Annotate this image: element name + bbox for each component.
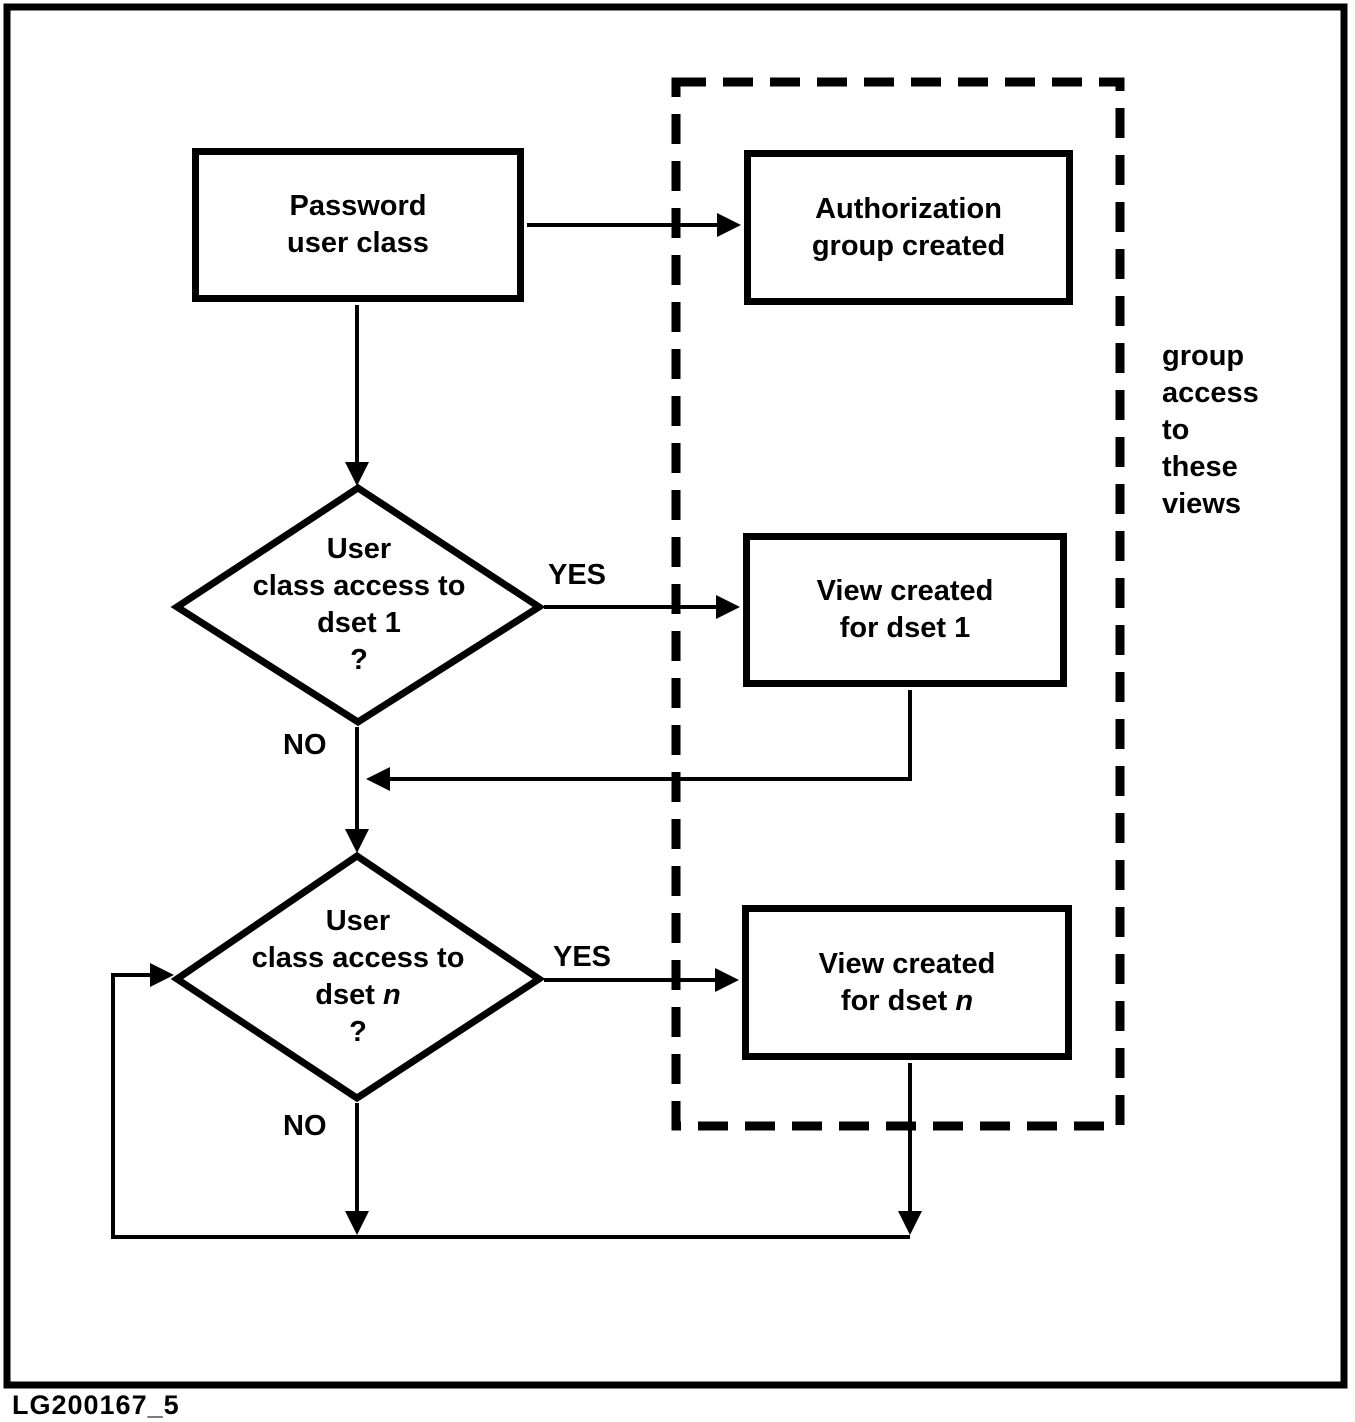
node-authorization-group-created-label: Authorization group created: [811, 192, 1006, 262]
edge-label-decision1-yes: YES: [548, 559, 607, 591]
node-view-created-dset-1: View created for dset 1: [743, 533, 1067, 687]
node-password-user-class: Password user class: [192, 148, 524, 302]
decision-dset-n-label-suffix: ?: [349, 1016, 367, 1048]
decision-dset-n-label-prefix: User class access to dset: [251, 905, 465, 1011]
arrowhead-decision2-no-bottom: [345, 1211, 369, 1235]
arrowhead-into-authgroup: [717, 213, 741, 237]
decision-dset-n-diamond: [170, 851, 546, 1103]
edge-label-decision1-no: NO: [283, 729, 327, 761]
edge-loop-back-to-decision2: [111, 973, 910, 1239]
group-boundary-dashed-rect: [671, 77, 1125, 1131]
node-view-created-dset-1-label: View created for dset 1: [816, 575, 994, 644]
decision-dset-1-diamond: [170, 483, 546, 727]
node-view-created-dset-n: View created for dset n: [742, 905, 1072, 1060]
side-note-group-access: group access to these views: [1162, 340, 1259, 520]
node-password-user-class-label: Password user class: [287, 190, 429, 259]
figure-caption: LG200167_5: [12, 1390, 180, 1420]
decision-dset-1-label-text: User class access to dset 1 ?: [252, 533, 466, 676]
edge-label-decision2-yes: YES: [553, 941, 612, 973]
arrowhead-loop-into-decision2: [150, 963, 174, 987]
decision-dset-n-label-var: n: [382, 979, 401, 1011]
arrowhead-viewn-bottom: [898, 1211, 922, 1235]
edge-label-decision2-no: NO: [283, 1110, 327, 1142]
arrowhead-into-viewn: [715, 968, 739, 992]
arrowhead-into-view1: [716, 595, 740, 619]
outer-border: [3, 3, 1348, 1389]
node-view-created-dset-n-label: View created for dset n: [819, 946, 996, 1020]
arrowhead-view1-return: [366, 767, 390, 791]
decision-dset-n-label-text: User class access to dset n ?: [252, 903, 465, 1051]
decision-dset-n-label: User class access to dset n ?: [177, 856, 539, 1098]
decision-dset-1-label: User class access to dset 1 ?: [178, 489, 540, 721]
edge-view1-return: [388, 690, 912, 781]
arrowhead-into-decision1: [345, 462, 369, 486]
node-view-created-dset-n-label-var: n: [955, 984, 974, 1017]
arrowhead-into-decision2-top: [345, 829, 369, 853]
node-view-created-dset-n-label-prefix: View created for dset: [818, 947, 996, 1017]
node-authorization-group-created: Authorization group created: [744, 150, 1073, 305]
